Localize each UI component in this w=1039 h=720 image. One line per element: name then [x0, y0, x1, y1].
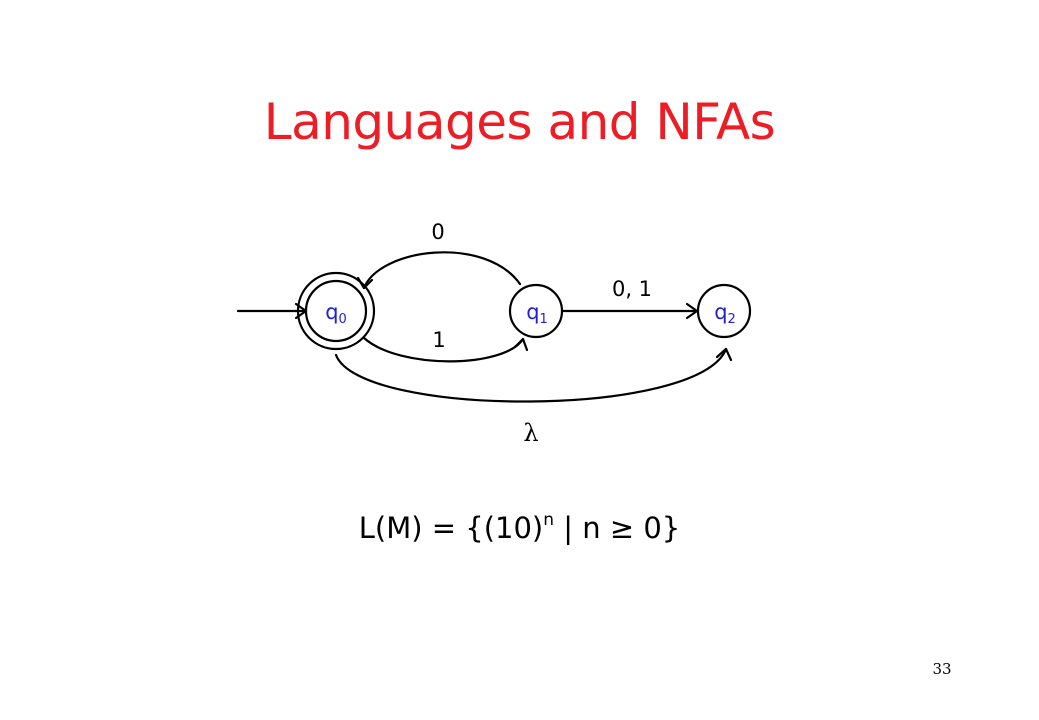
formula-exponent: n	[543, 510, 555, 530]
formula-prefix: L(M) = {(10)	[358, 511, 544, 545]
edge-q0-q2-head	[715, 347, 733, 362]
state-q2-label: q2	[714, 300, 736, 327]
state-q1	[508, 283, 564, 339]
edge-q0-q2	[334, 347, 728, 403]
edge-q0-q2-label: λ	[523, 419, 538, 447]
edge-q1-q0	[362, 251, 522, 290]
state-q0-label: q0	[325, 300, 347, 327]
language-formula: L(M) = {(10)n | n ≥ 0}	[0, 508, 1039, 548]
page-number: 33	[932, 660, 952, 678]
state-q0-inner	[304, 279, 368, 343]
state-q1-label: q1	[526, 300, 548, 327]
edge-q0-q1-head	[513, 337, 529, 352]
slide-title: Languages and NFAs	[263, 93, 776, 151]
formula-suffix: | n ≥ 0}	[554, 511, 681, 545]
state-q0-outer	[296, 271, 376, 351]
edge-q1-q2-label: 0, 1	[612, 277, 652, 301]
edge-q1-q0-label: 0	[431, 220, 444, 244]
edge-q0-q1	[362, 336, 525, 363]
edge-q0-q1-label: 1	[432, 328, 445, 352]
state-q2	[696, 283, 752, 339]
